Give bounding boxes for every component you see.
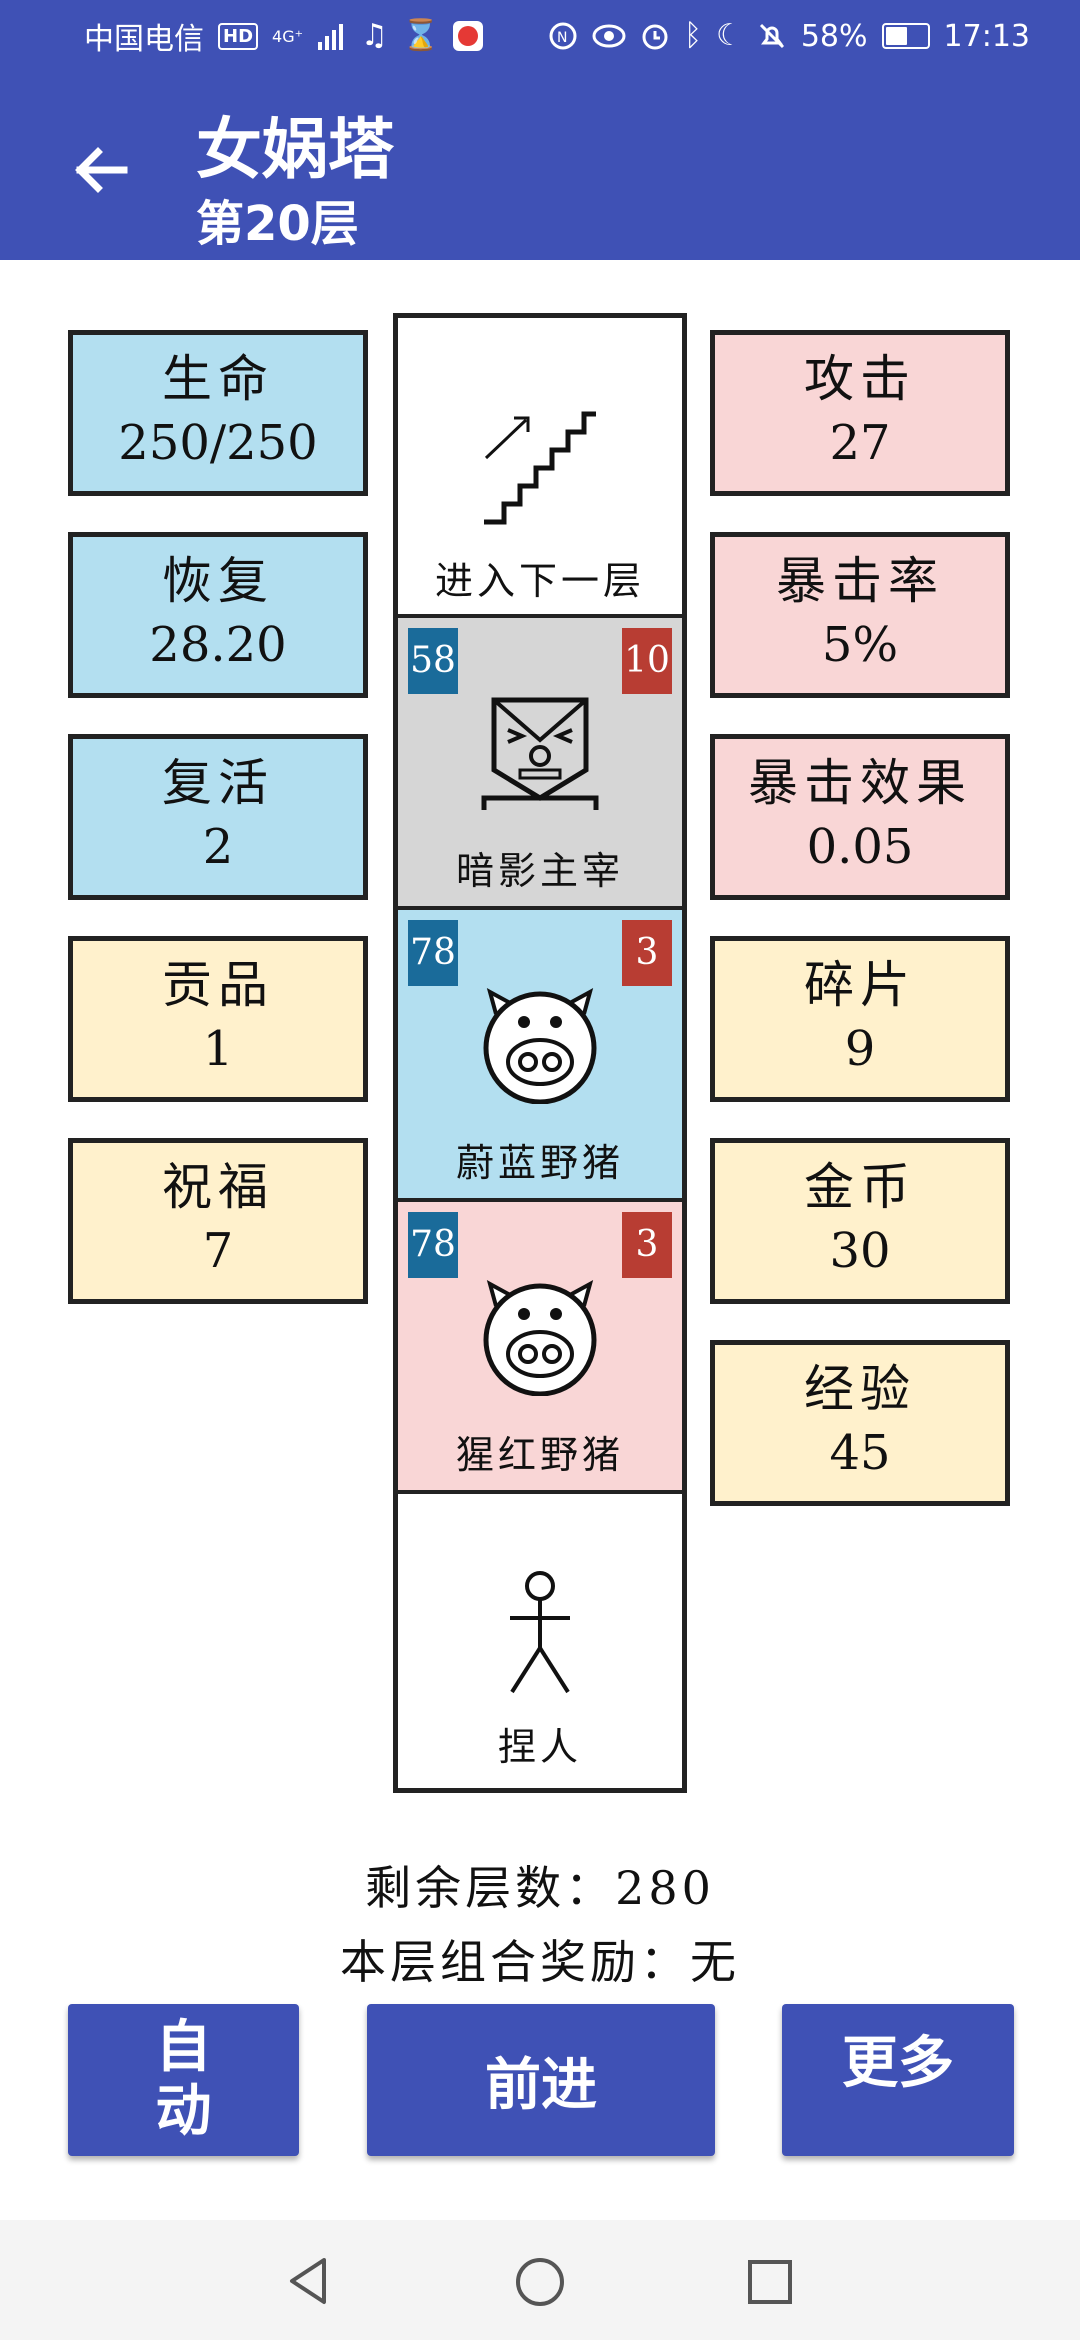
stat-value: 7 (202, 1223, 234, 1279)
stat-card-tribute: 贡品 1 (68, 936, 368, 1102)
stat-label: 金币 (804, 1158, 916, 1216)
tomato-app-icon (453, 21, 484, 51)
tower-divider (398, 906, 682, 910)
back-arrow-icon[interactable] (70, 140, 130, 200)
stairs-label: 进入下一层 (434, 559, 645, 603)
nav-recents-icon[interactable] (746, 2258, 794, 2306)
hd-icon: HD (218, 22, 259, 50)
stat-label: 暴击率 (776, 552, 944, 610)
tower-cell-enemy[interactable]: 58 10 暗影主宰 (398, 618, 682, 906)
stat-value: 9 (844, 1021, 876, 1077)
battery-icon (881, 23, 930, 49)
stat-label: 生命 (162, 350, 274, 408)
auto-button-label-2: 动 (155, 2079, 212, 2144)
stat-card-exp: 经验 45 (710, 1340, 1010, 1506)
pig-icon (483, 987, 597, 1104)
enemy-count-badge: 3 (622, 1212, 672, 1278)
carrier-label: 中国电信 (84, 22, 204, 57)
system-nav-bar (0, 2220, 1080, 2340)
floor-bonus-text: 本层组合奖励：无 (340, 1935, 740, 1989)
signal-icon (318, 24, 344, 50)
stick-figure-icon (510, 1571, 570, 1694)
stat-card-fragments: 碎片 9 (710, 936, 1010, 1102)
enemy-level-badge: 78 (408, 920, 458, 986)
stat-label: 恢复 (162, 552, 274, 610)
player-name: 捏人 (497, 1725, 582, 1769)
stat-value: 250/250 (118, 415, 318, 471)
network-label: 4G⁺ (272, 26, 304, 46)
more-button[interactable]: 更多 (782, 2004, 1014, 2156)
tower-cell-stairs[interactable]: 进入下一层 (398, 318, 682, 614)
alarm-icon (642, 24, 668, 50)
auto-button[interactable]: 自 动 (68, 2004, 299, 2156)
enemy-count-badge: 3 (622, 920, 672, 986)
enemy-level-badge: 58 (408, 628, 458, 694)
music-icon: ♫ (361, 18, 388, 53)
pig-icon (483, 1279, 597, 1396)
app-bar: 女娲塔 第20层 (0, 72, 1080, 260)
enemy-name: 暗影主宰 (455, 849, 624, 893)
stat-label: 碎片 (804, 956, 916, 1014)
stat-card-gold: 金币 30 (710, 1138, 1010, 1304)
stat-card-attack: 攻击 27 (710, 330, 1010, 496)
tower-cell-enemy[interactable]: 78 3 猩红野猪 (398, 1202, 682, 1490)
svg-text:N: N (557, 30, 567, 46)
bluetooth-icon: ᛒ (683, 18, 702, 53)
clock: 17:13 (943, 18, 1030, 54)
stat-value: 45 (829, 1425, 891, 1481)
stat-card-blessing: 祝福 7 (68, 1138, 368, 1304)
stat-label: 复活 (162, 754, 274, 812)
eye-icon (592, 24, 626, 48)
moon-icon: ☾ (715, 18, 743, 53)
stat-value: 30 (829, 1223, 891, 1279)
enemy-name: 猩红野猪 (455, 1433, 624, 1477)
status-right: N ᛒ ☾ 58% 17:13 (548, 19, 1030, 54)
stat-label: 贡品 (162, 956, 274, 1014)
nfc-icon: N (549, 22, 577, 50)
stat-card-crit-effect: 暴击效果 0.05 (710, 734, 1010, 900)
tower-cell-player[interactable]: 捏人 (398, 1494, 682, 1788)
stat-card-regen: 恢复 28.20 (68, 532, 368, 698)
status-bar: 中国电信 HD 4G⁺ ♫ ⌛ N ᛒ ☾ 58% 17:13 (0, 0, 1080, 72)
floor-subtitle: 第20层 (196, 196, 359, 252)
page-title: 女娲塔 (196, 111, 394, 188)
tower-divider (398, 614, 682, 618)
stat-value: 28.20 (149, 617, 287, 673)
shadow-lord-icon (481, 697, 599, 810)
stat-value: 2 (202, 819, 234, 875)
stat-card-revive: 复活 2 (68, 734, 368, 900)
stat-value: 1 (202, 1021, 234, 1077)
hourglass-icon: ⌛ (401, 18, 440, 53)
stat-card-crit-rate: 暴击率 5% (710, 532, 1010, 698)
stat-card-hp: 生命 250/250 (68, 330, 368, 496)
enemy-name: 蔚蓝野猪 (455, 1141, 624, 1185)
more-button-label: 更多 (842, 2031, 954, 2096)
tower-column: 进入下一层 58 10 暗影主宰 78 3 蔚蓝野猪 78 (393, 313, 687, 1793)
stat-label: 经验 (804, 1360, 916, 1418)
stat-label: 祝福 (162, 1158, 274, 1216)
status-left: 中国电信 HD 4G⁺ ♫ ⌛ (84, 14, 484, 58)
tower-divider (398, 1198, 682, 1202)
remaining-floors-text: 剩余层数：280 (365, 1861, 715, 1915)
stat-value: 5% (821, 617, 899, 673)
tower-cell-enemy[interactable]: 78 3 蔚蓝野猪 (398, 910, 682, 1198)
stat-label: 攻击 (804, 350, 916, 408)
nav-back-icon[interactable] (284, 2256, 334, 2306)
stat-value: 0.05 (806, 819, 914, 875)
forward-button-label: 前进 (485, 2052, 597, 2118)
enemy-count-badge: 10 (622, 628, 672, 694)
forward-button[interactable]: 前进 (367, 2004, 715, 2156)
mute-bell-icon (759, 23, 784, 49)
auto-button-label-1: 自 (155, 2015, 212, 2080)
tower-divider (398, 1490, 682, 1494)
enemy-level-badge: 78 (408, 1212, 458, 1278)
battery-percent: 58% (800, 18, 868, 54)
nav-home-icon[interactable] (514, 2256, 566, 2308)
stat-label: 暴击效果 (748, 754, 972, 812)
stairs-icon (484, 411, 596, 525)
stat-value: 27 (829, 415, 891, 471)
